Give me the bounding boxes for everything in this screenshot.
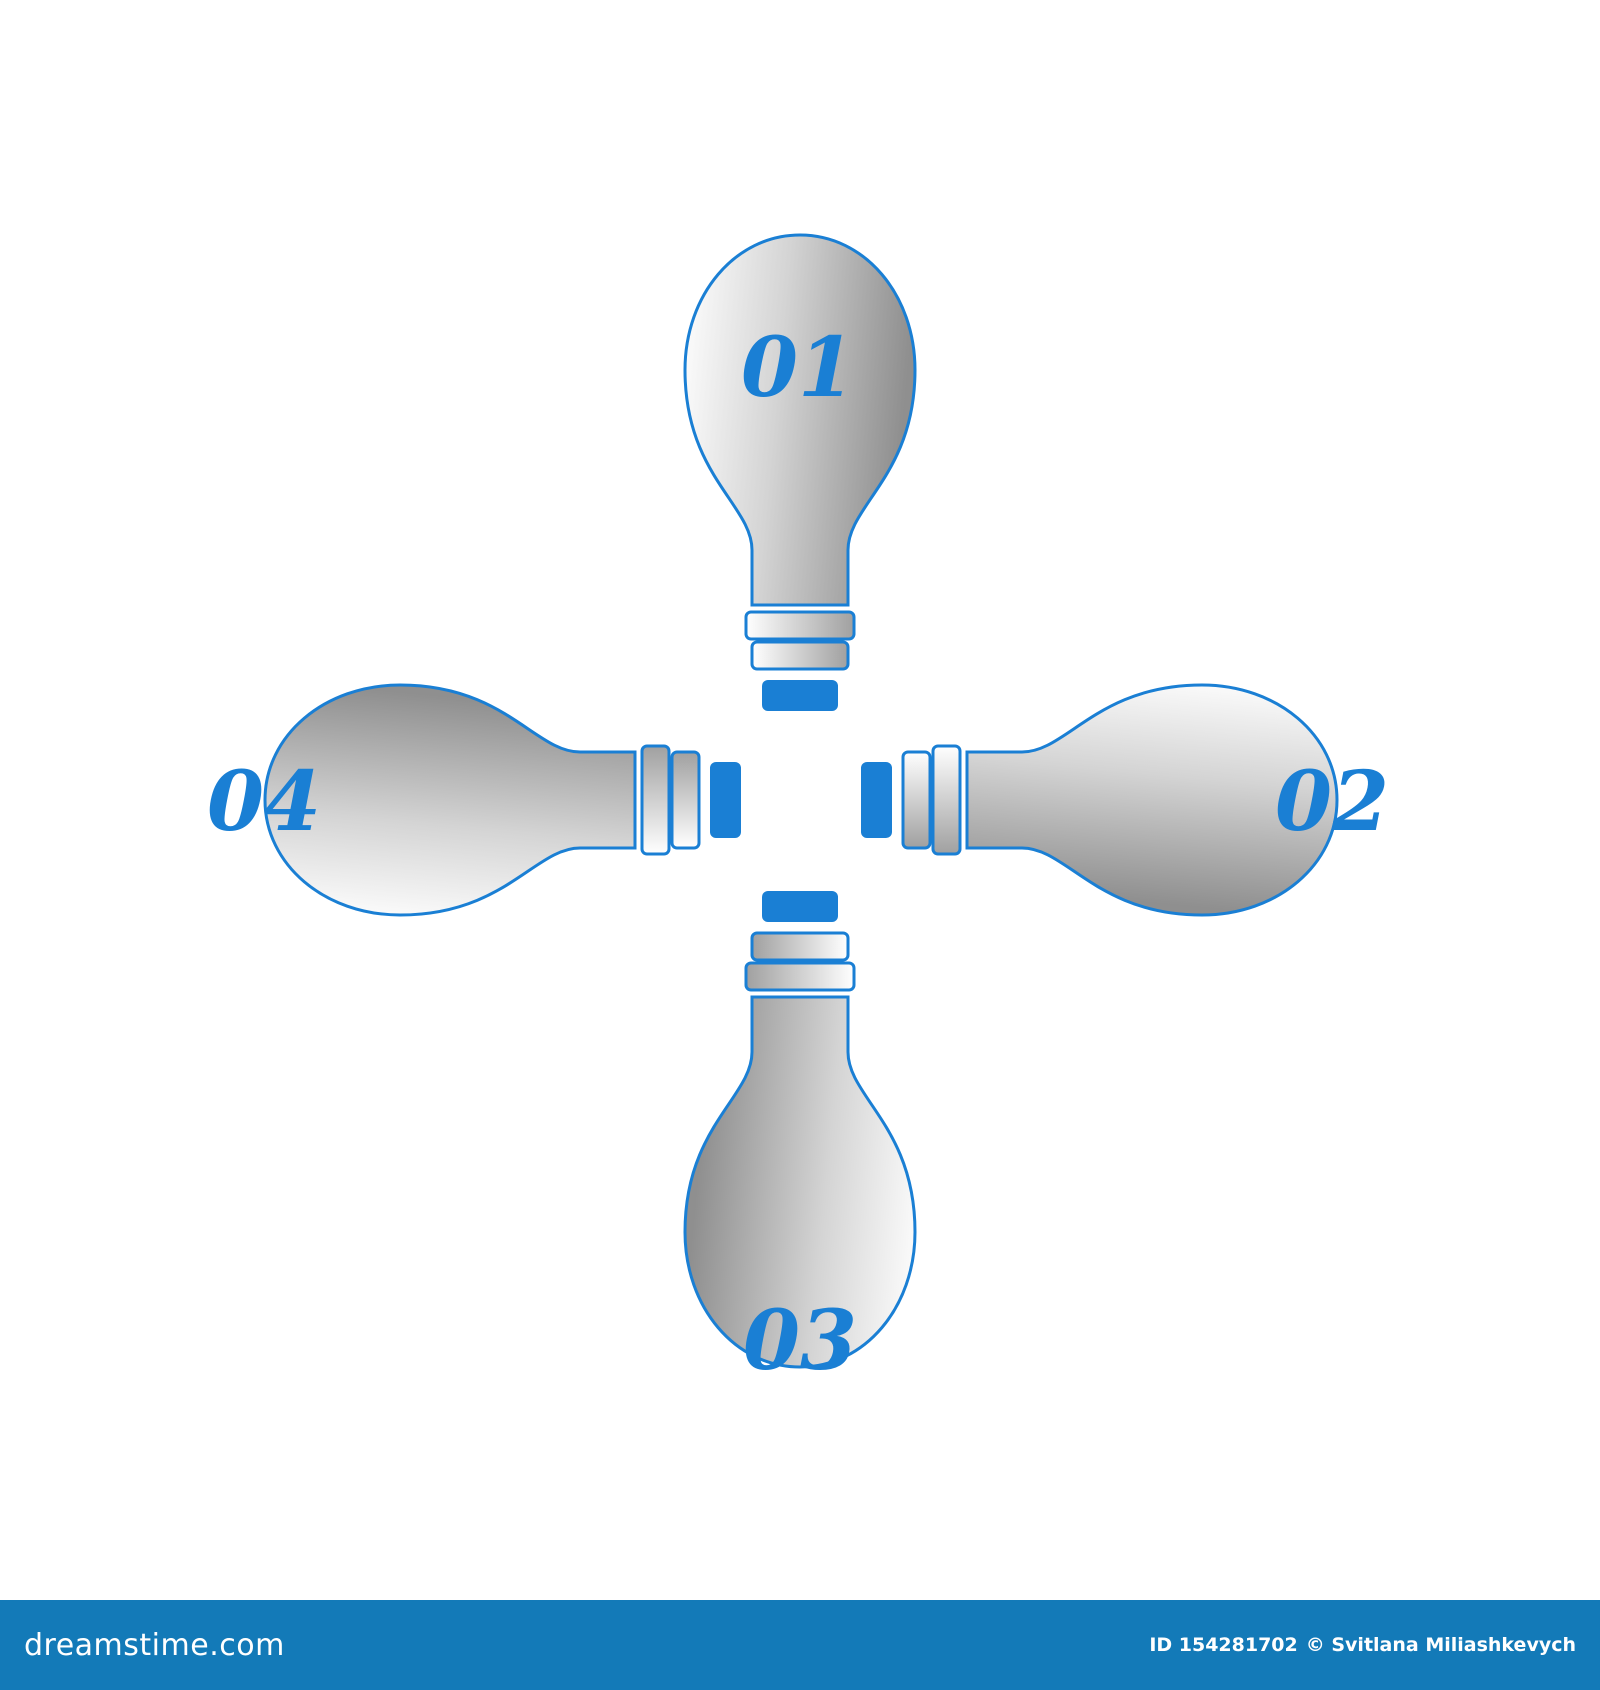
- image-id: ID 154281702: [1149, 1634, 1298, 1656]
- image-credit: ID 154281702 © Svitlana Miliashkevych: [1149, 1634, 1576, 1656]
- footer-bar: dreamstime.com ID 154281702 © Svitlana M…: [0, 1600, 1600, 1690]
- bulb-03-number: 03: [743, 1293, 857, 1389]
- bulb-02-number: 02: [1275, 754, 1389, 850]
- author-credit: © Svitlana Miliashkevych: [1305, 1634, 1576, 1656]
- bulb-03: 03: [683, 889, 917, 1389]
- lightbulb-infographic: 01 02 03 04: [207, 233, 1389, 1389]
- bulb-01: 01: [683, 233, 917, 713]
- bulb-01-number: 01: [741, 320, 855, 416]
- brand-logo-text[interactable]: dreamstime.com: [24, 1627, 285, 1663]
- bulb-04: 04: [207, 683, 743, 917]
- bulb-04-number: 04: [207, 754, 321, 850]
- bulb-02: 02: [859, 683, 1389, 917]
